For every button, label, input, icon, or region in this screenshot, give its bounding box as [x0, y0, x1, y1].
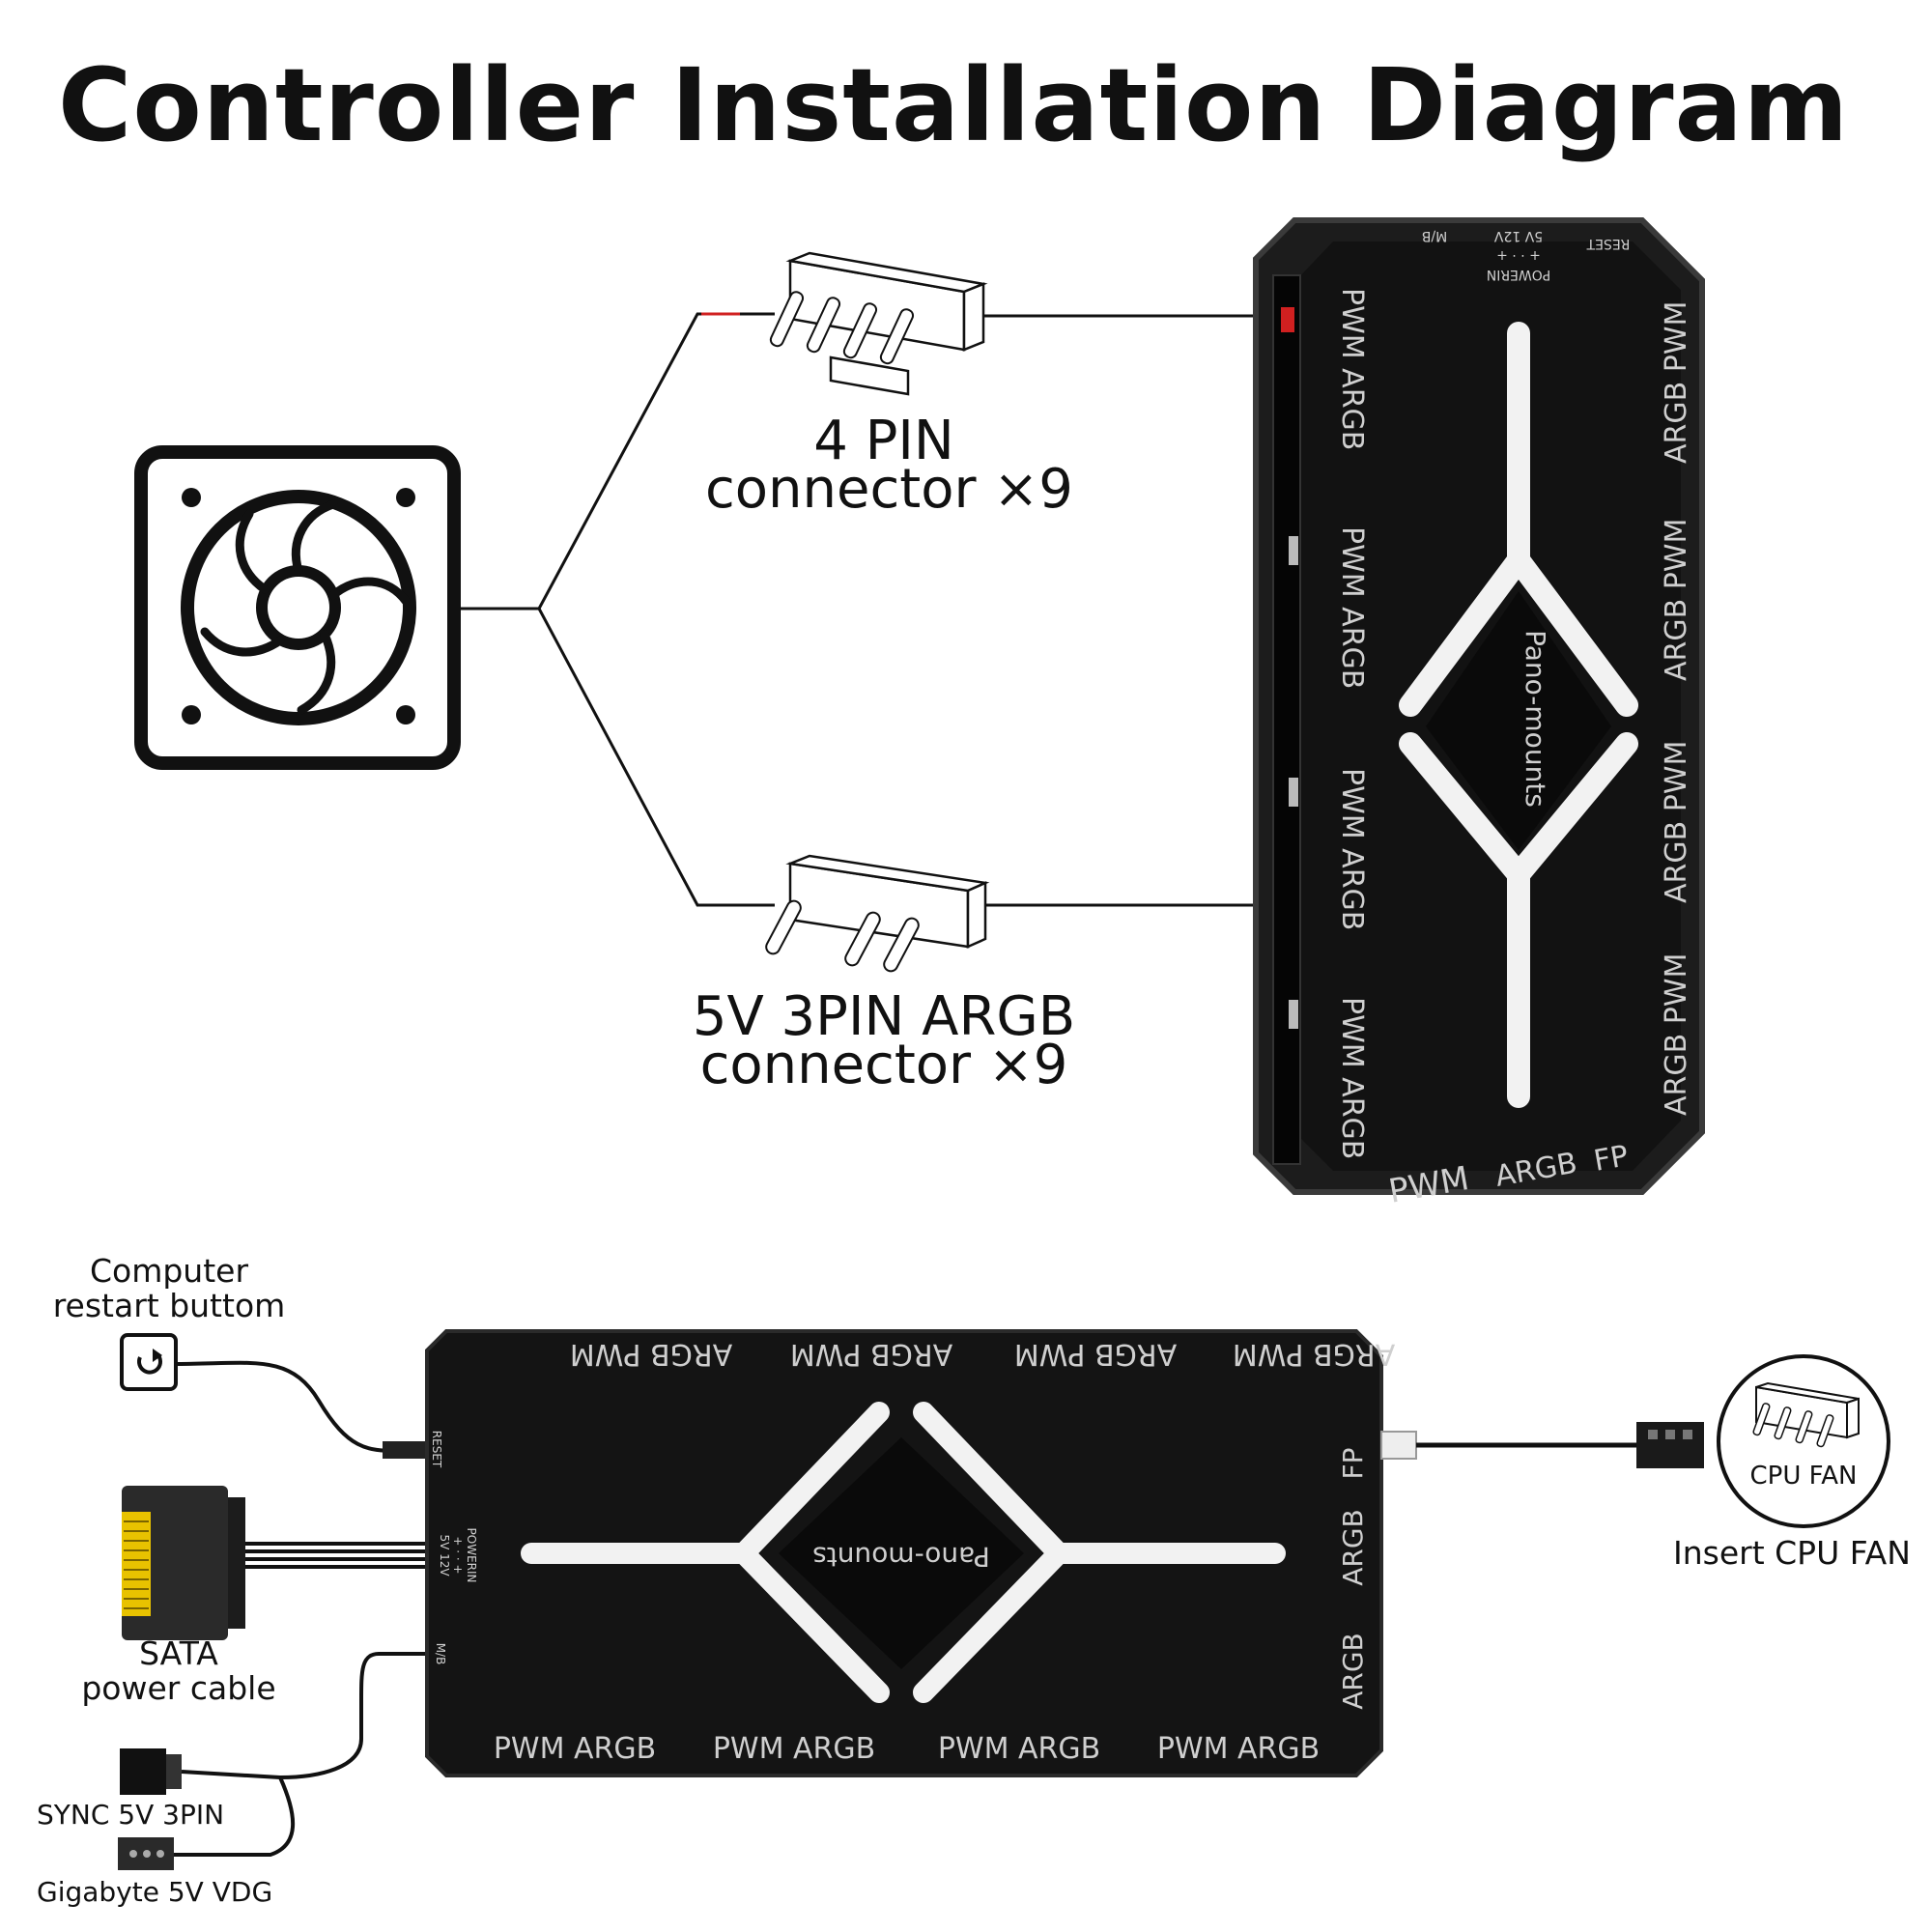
vertical-power-label: 5V 12V: [1493, 228, 1543, 243]
power-indicator: [1281, 307, 1294, 332]
pin4-connector-label: 4 PIN connector ×9: [705, 410, 1073, 521]
sata-cable: [245, 1542, 425, 1569]
horizontal-bottom-port-label-1: PWM ARGB: [494, 1732, 656, 1766]
horizontal-power-label: 5V 12V: [438, 1534, 451, 1577]
horizontal-argb-label-1: ARGB: [1337, 1509, 1369, 1586]
pin4-connector-icon: [769, 251, 988, 396]
pin4-label-line1: 4 PIN: [813, 410, 954, 472]
vertical-right-port-label-1: ARGB PWM: [1660, 301, 1693, 464]
sata-cable-label: SATA power cable: [58, 1636, 299, 1706]
fan-wires: [460, 312, 1275, 907]
horizontal-powerin-label: POWERIN: [465, 1528, 478, 1583]
sync-connector-icon: [120, 1748, 281, 1795]
sata-label-line1: SATA: [139, 1634, 218, 1672]
argb-label-line2: connector ×9: [699, 1034, 1068, 1096]
horizontal-bottom-port-label-2: PWM ARGB: [713, 1732, 875, 1766]
vertical-reset-label: RESET: [1586, 236, 1630, 251]
horizontal-bottom-port-label-4: PWM ARGB: [1157, 1732, 1320, 1766]
sata-label-line2: power cable: [81, 1669, 276, 1707]
horizontal-power-pins: + · · +: [451, 1536, 465, 1574]
vertical-controller: Pano-mounts M/B 5V 12V + · · + POWERIN R…: [1253, 217, 1705, 1211]
vertical-brand-logo: Pano-mounts: [1520, 630, 1551, 808]
argb-connector-icon: [765, 854, 990, 973]
restart-button-icon: [120, 1333, 178, 1391]
vertical-port-strip: [1272, 274, 1301, 1165]
vertical-powerin-label: POWERIN: [1487, 267, 1550, 282]
argb-connector-label: 5V 3PIN ARGB connector ×9: [667, 985, 1101, 1096]
restart-label-line1: Computer: [89, 1252, 249, 1290]
gigabyte-connector-icon: [118, 1837, 174, 1870]
insert-cpu-fan-label: Insert CPU FAN: [1673, 1534, 1911, 1572]
fan-icon: [134, 445, 461, 770]
reset-plug: [383, 1441, 427, 1459]
horizontal-reset-label: RESET: [430, 1431, 443, 1468]
horizontal-brand-logo: Pano-mounts: [812, 1541, 990, 1573]
vertical-mb-label: M/B: [1422, 228, 1447, 243]
horizontal-fp-label: FP: [1337, 1448, 1369, 1480]
horizontal-led-strip: [521, 1402, 1286, 1703]
cpu-fan-header-icon: CPU FAN: [1717, 1354, 1890, 1528]
page-title: Controller Installation Diagram: [58, 46, 1850, 164]
fp-connector: [1380, 1422, 1704, 1468]
restart-cable: [177, 1360, 399, 1453]
vertical-right-port-label-4: ARGB PWM: [1660, 953, 1693, 1116]
vertical-left-port-label-4: PWM ARGB: [1335, 997, 1369, 1159]
horizontal-top-port-label-3: ARGB PWM: [1014, 1337, 1177, 1371]
argb-label-line1: 5V 3PIN ARGB: [692, 985, 1076, 1048]
horizontal-mb-label: M/B: [434, 1643, 447, 1665]
vertical-left-port-label-2: PWM ARGB: [1335, 526, 1369, 689]
horizontal-top-port-label-4: ARGB PWM: [1233, 1337, 1395, 1371]
vertical-led-strip: [1399, 322, 1638, 1108]
horizontal-bottom-port-label-3: PWM ARGB: [938, 1732, 1100, 1766]
sync-label: SYNC 5V 3PIN: [37, 1799, 225, 1831]
restart-label-line2: restart buttom: [52, 1287, 286, 1324]
horizontal-argb-label-2: ARGB: [1337, 1633, 1369, 1710]
gigabyte-label: Gigabyte 5V VDG: [37, 1876, 273, 1908]
horizontal-controller: Pano-mounts ARGB PWM ARGB PWM ARGB PWM A…: [425, 1329, 1395, 1777]
vertical-right-port-label-2: ARGB PWM: [1660, 519, 1693, 681]
vertical-power-pins: + · · +: [1496, 247, 1541, 263]
sata-connector-icon: [122, 1486, 245, 1640]
vertical-left-port-label-3: PWM ARGB: [1335, 768, 1369, 930]
pin4-label-line2: connector ×9: [705, 458, 1073, 521]
mb-cable: [174, 1652, 425, 1857]
vertical-right-port-label-3: ARGB PWM: [1660, 741, 1693, 903]
vertical-fp-label: FP: [1591, 1139, 1631, 1179]
horizontal-top-port-label-1: ARGB PWM: [570, 1337, 732, 1371]
restart-button-label: Computer restart buttom: [29, 1254, 309, 1323]
cpu-fan-label: CPU FAN: [1750, 1462, 1858, 1491]
vertical-left-port-label-1: PWM ARGB: [1335, 288, 1369, 450]
horizontal-top-port-label-2: ARGB PWM: [790, 1337, 952, 1371]
